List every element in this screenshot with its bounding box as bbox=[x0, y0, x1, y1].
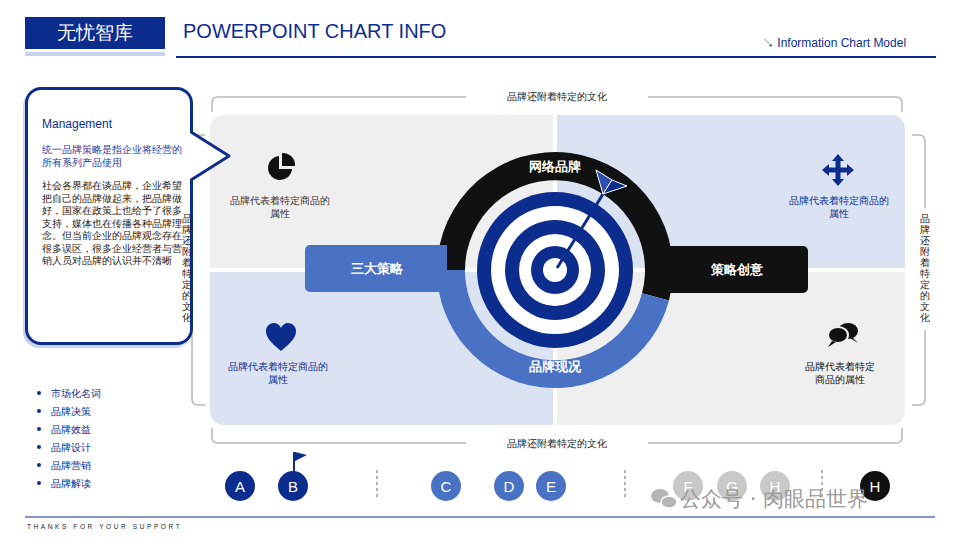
node-text: 网络品牌 bbox=[529, 158, 581, 176]
node-body-text: 社会各界都在谈品牌，企业希望把自己的品牌做起来，把品牌做好，国家在政策上也给予了… bbox=[42, 180, 184, 268]
header-box: 无忧智库 bbox=[25, 17, 165, 49]
flag bbox=[295, 452, 307, 461]
footer-rule bbox=[25, 517, 935, 518]
target-center bbox=[543, 258, 567, 282]
bullet-dot bbox=[37, 481, 41, 485]
frame-bracket bbox=[648, 97, 902, 112]
node-text: H bbox=[870, 478, 881, 495]
bullet-item: 品牌效益 bbox=[51, 423, 91, 437]
frame-bracket bbox=[192, 97, 925, 443]
node-text: 无忧智库 bbox=[57, 20, 133, 46]
bullet-dot bbox=[37, 427, 41, 431]
node-text: 品牌代表着特定商品的属性 bbox=[228, 360, 328, 386]
node-text: D bbox=[504, 478, 515, 495]
strategy-bar: 三大策略 bbox=[305, 245, 447, 292]
bullet-item: 品牌解读 bbox=[51, 477, 91, 491]
header-underline bbox=[25, 52, 165, 56]
title: POWERPOINT CHART INFO bbox=[183, 20, 446, 43]
frame-bracket bbox=[912, 330, 925, 405]
bullet-dot bbox=[37, 391, 41, 485]
node-text: E bbox=[546, 478, 556, 495]
target-graphic bbox=[437, 152, 673, 388]
node-text: 品牌代表着特定商品的属性 bbox=[789, 194, 889, 220]
letter-circle: C bbox=[431, 471, 461, 501]
header-bar bbox=[25, 17, 165, 49]
frame-bracket bbox=[912, 135, 925, 208]
arc-label: 网络品牌 bbox=[500, 155, 610, 179]
node-text: B bbox=[288, 478, 298, 495]
wechat-icon bbox=[661, 496, 677, 508]
frame-bracket bbox=[648, 428, 902, 443]
frame-label: 品牌还附着特定的文化 bbox=[507, 90, 607, 104]
dart-flight bbox=[603, 180, 627, 194]
watermark: 公众号 · 肉眼品世界 bbox=[680, 485, 868, 513]
bullet-dot bbox=[37, 409, 41, 413]
node-text: 品牌代表着特定商品的属性 bbox=[230, 194, 330, 220]
bullet-item: 品牌设计 bbox=[51, 441, 91, 455]
dart-shaft bbox=[557, 186, 608, 268]
target-ring bbox=[477, 192, 633, 348]
frame-bracket bbox=[212, 428, 466, 443]
node-body-text: 统一品牌策略是指企业将经营的所有系列产品使用 bbox=[42, 143, 182, 169]
bullet-item: 品牌决策 bbox=[51, 405, 91, 419]
frame-label: 品牌还附着特定的文化 bbox=[182, 213, 192, 323]
node-text: Management bbox=[42, 117, 112, 131]
node-text: 三大策略 bbox=[351, 260, 403, 278]
dashed-separator bbox=[376, 470, 378, 499]
frame-bracket bbox=[212, 97, 466, 112]
bullet-dot bbox=[37, 445, 41, 449]
pointer-fill bbox=[189, 132, 229, 180]
bullet-dot bbox=[37, 463, 41, 467]
strategy-bar: 策略创意 bbox=[663, 246, 808, 293]
bullet-item: 品牌营销 bbox=[51, 459, 91, 473]
target-ring bbox=[531, 246, 579, 294]
dashed-separator bbox=[624, 470, 626, 499]
wechat-icon bbox=[651, 489, 677, 508]
node-text: 品牌现况 bbox=[529, 358, 581, 376]
bullet-item: 市场化名词 bbox=[51, 387, 101, 401]
letter-circle: A bbox=[225, 471, 255, 501]
letter-circle: B bbox=[278, 471, 308, 501]
node-text: C bbox=[441, 478, 452, 495]
move-icon bbox=[826, 168, 850, 173]
arc-label: 品牌现况 bbox=[500, 355, 610, 379]
target-ring bbox=[491, 206, 619, 334]
frame-label: 品牌还附着特定的文化 bbox=[920, 213, 930, 323]
bullet-dot bbox=[37, 391, 41, 395]
frame-bracket bbox=[192, 135, 205, 208]
flag-pole bbox=[293, 452, 295, 472]
target-ring bbox=[505, 220, 605, 320]
frame-bracket bbox=[192, 330, 205, 405]
header-rule bbox=[176, 56, 936, 58]
footer-text: THANKS FOR YOUR SUPPORT bbox=[27, 523, 182, 530]
letter-circle: D bbox=[494, 471, 524, 501]
chat-icon bbox=[828, 327, 848, 343]
pointer-outline bbox=[191, 132, 229, 180]
frame-label: 品牌还附着特定的文化 bbox=[507, 437, 607, 451]
target-ring bbox=[519, 234, 591, 306]
letter-circle: E bbox=[536, 471, 566, 501]
subtitle-label: ↘ Information Chart Model bbox=[762, 35, 906, 52]
node-text: 策略创意 bbox=[711, 261, 763, 279]
callout-bubble: Management 统一品牌策略是指企业将经营的所有系列产品使用社会各界都在谈品… bbox=[25, 87, 193, 345]
node-text: A bbox=[235, 478, 245, 495]
node-text: 品牌代表着特定商品的属性 bbox=[802, 360, 878, 386]
